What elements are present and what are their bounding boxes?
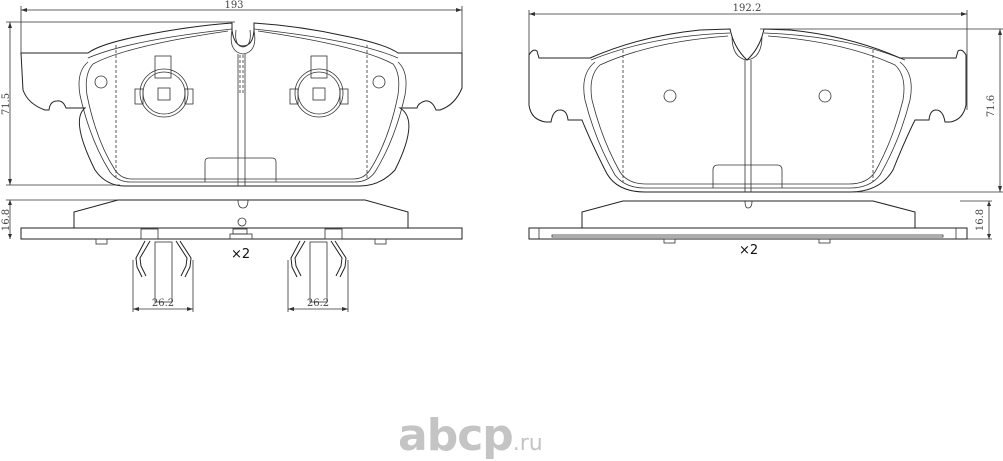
left-thickness-dimension: 16.8 bbox=[1, 209, 12, 231]
clip-width-dimension-right: 26.2 bbox=[307, 298, 329, 309]
right-pad-front-view: 192.2 71.6 bbox=[528, 3, 1003, 193]
watermark-brand: abcp bbox=[398, 410, 514, 461]
clip-side-right: 26.2 bbox=[287, 240, 349, 312]
watermark-tld: .ru bbox=[512, 431, 543, 456]
right-pad-side-view: 16.8 ×2 bbox=[528, 200, 992, 258]
left-width-dimension: 193 bbox=[224, 0, 243, 11]
left-quantity-label: ×2 bbox=[231, 247, 250, 262]
left-pad-front-view: 193 71.5 bbox=[1, 0, 463, 187]
clip-width-dimension-left: 26.2 bbox=[152, 298, 174, 309]
watermark-logo: abcp.ru bbox=[398, 410, 543, 461]
right-width-dimension: 192.2 bbox=[733, 3, 762, 14]
clip-top-view-left bbox=[134, 55, 194, 118]
right-thickness-dimension: 16.8 bbox=[975, 209, 986, 231]
right-height-dimension: 71.6 bbox=[986, 95, 997, 117]
clip-top-view-right bbox=[289, 55, 349, 118]
left-height-dimension: 71.5 bbox=[1, 93, 12, 115]
right-quantity-label: ×2 bbox=[739, 243, 758, 258]
left-pad-side-view: 16.8 26.2 bbox=[1, 199, 463, 312]
clip-side-left: 26.2 bbox=[132, 240, 194, 312]
